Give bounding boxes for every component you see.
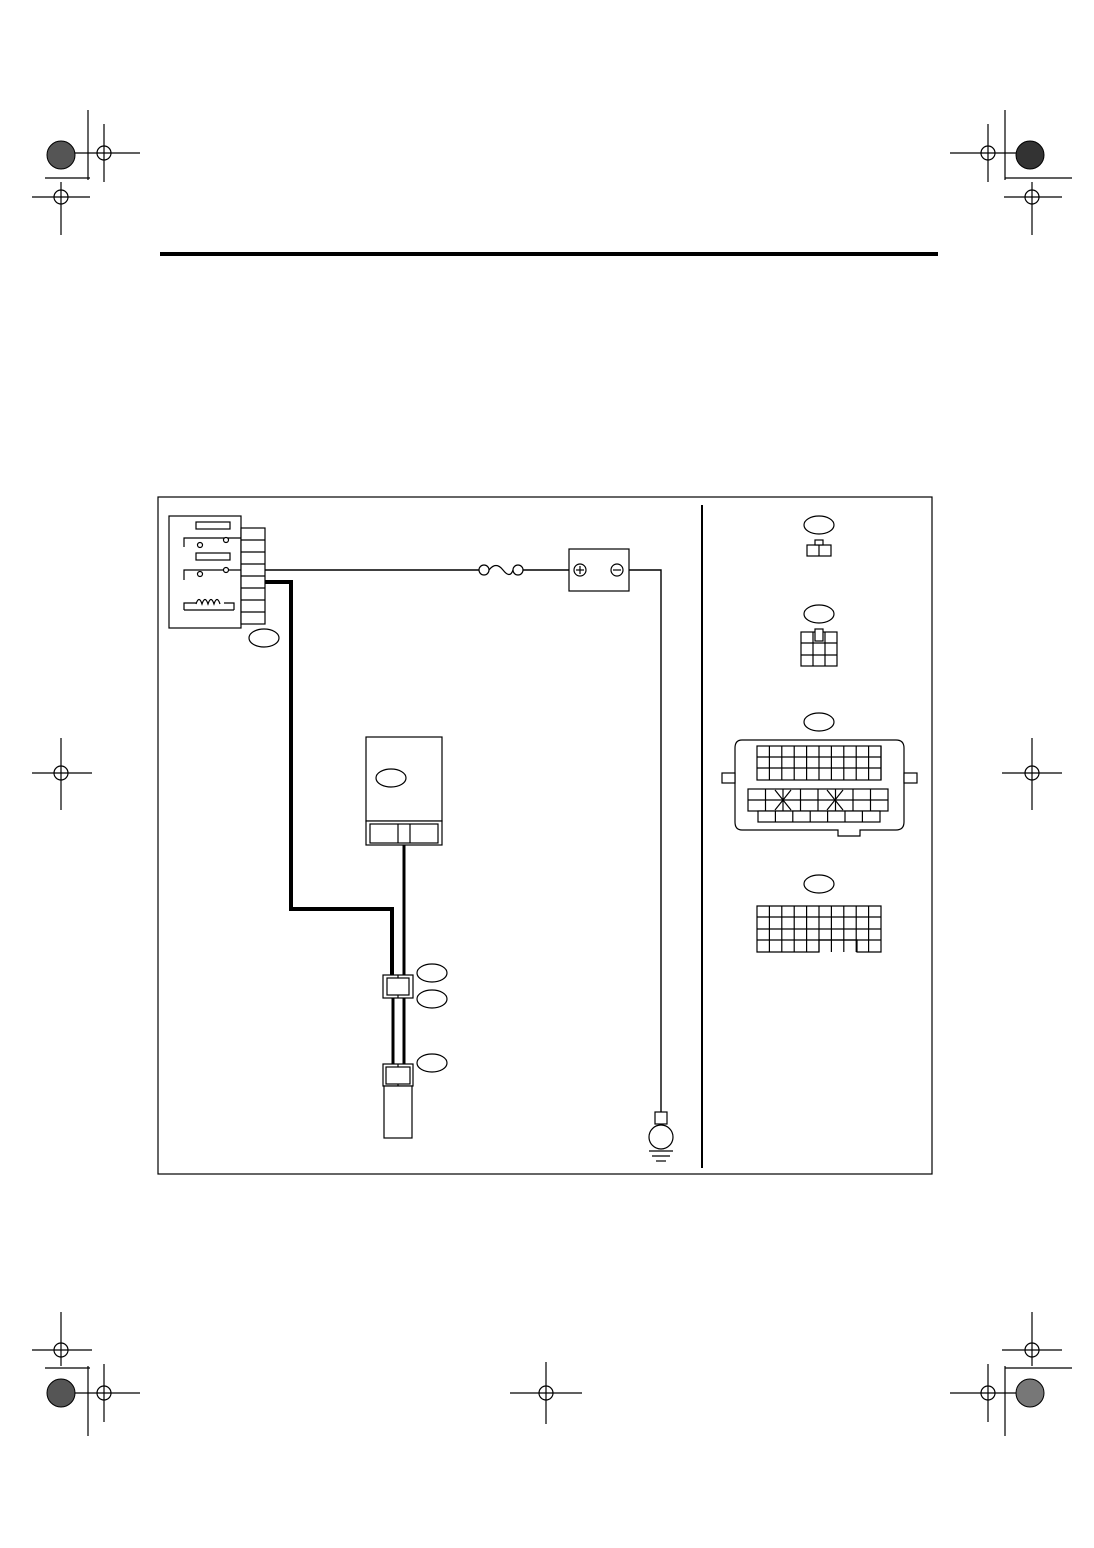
- inline-connector-callout-a: [416, 963, 448, 983]
- registration-dot-bottom-right: [1015, 1378, 1045, 1408]
- diagram-frame: [157, 496, 933, 1175]
- registration-mark-bottom-left-a: [32, 1312, 92, 1436]
- battery: [568, 548, 630, 592]
- header-rule: [160, 252, 938, 256]
- pin-divider: [826, 789, 844, 811]
- relay-unit: [168, 515, 266, 629]
- ground: [648, 1111, 674, 1162]
- registration-mark-mid-left: [32, 738, 92, 810]
- ecm-connector-pin-grid: [747, 745, 889, 823]
- registration-mark-top-left-b: [32, 182, 90, 235]
- multi-pin-connector-callout: [803, 874, 835, 894]
- six-pin-connector: [800, 628, 838, 667]
- multi-pin-connector: [756, 905, 882, 953]
- ecm-bottom-strip: [757, 810, 881, 823]
- registration-mark-bottom-left-b: [70, 1364, 140, 1422]
- ecm-connector-callout: [803, 712, 835, 732]
- ecm-connector: [721, 739, 918, 837]
- registration-dot-top-right: [1015, 140, 1045, 170]
- registration-marks: [32, 110, 1072, 1436]
- wire-relay-to-connector: [265, 580, 394, 975]
- two-pin-connector-callout: [803, 515, 835, 535]
- sensor: [382, 1063, 414, 1139]
- inline-connector: [382, 974, 414, 999]
- two-pin-connector: [806, 539, 832, 557]
- registration-dots: [46, 140, 1045, 1408]
- wire-battery-to-ground: [629, 569, 662, 1112]
- control-module: [365, 736, 443, 846]
- registration-mark-bottom-center: [510, 1362, 582, 1424]
- sensor-callout: [416, 1053, 448, 1073]
- pin-divider: [774, 789, 792, 811]
- registration-mark-top-right-a: [950, 110, 1072, 182]
- registration-mark-bottom-right-a: [1002, 1312, 1072, 1436]
- control-module-callout: [375, 768, 407, 788]
- registration-mark-top-right-b: [1004, 182, 1062, 235]
- registration-dot-top-left: [46, 140, 76, 170]
- registration-mark-mid-right: [1002, 738, 1062, 810]
- relay-unit-connector-callout: [248, 628, 280, 648]
- six-pin-connector-callout: [803, 604, 835, 624]
- inline-connector-callout-b: [416, 989, 448, 1009]
- fuse: [478, 564, 524, 576]
- registration-mark-top-left-a: [45, 110, 140, 182]
- registration-mark-bottom-right-b: [950, 1364, 1022, 1422]
- registration-dot-bottom-left: [46, 1378, 76, 1408]
- multi-pin-connector-pin-grid: [757, 906, 881, 952]
